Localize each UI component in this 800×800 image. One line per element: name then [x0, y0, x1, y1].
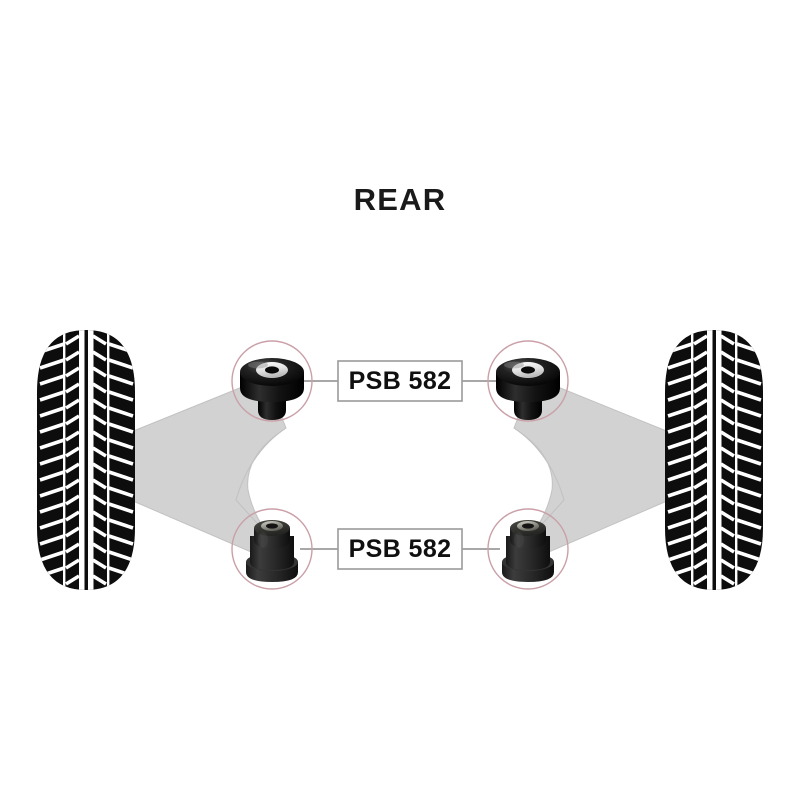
bushing-lower-right[interactable]	[487, 508, 569, 590]
part-label-upper-text: PSB 582	[349, 367, 452, 395]
bushing-upper-right[interactable]	[487, 340, 569, 422]
tire-right	[665, 330, 763, 590]
page-title: REAR	[354, 182, 447, 217]
tire-left	[37, 330, 135, 590]
part-label-lower-text: PSB 582	[349, 535, 452, 563]
callout-ring-lower-left	[231, 508, 313, 590]
bushing-upper-left[interactable]	[231, 340, 313, 422]
part-label-upper[interactable]: PSB 582	[337, 360, 463, 402]
callout-ring-lower-right	[487, 508, 569, 590]
bushing-lower-left[interactable]	[231, 508, 313, 590]
callout-ring-upper-right	[487, 340, 569, 422]
part-label-lower[interactable]: PSB 582	[337, 528, 463, 570]
callout-ring-upper-left	[231, 340, 313, 422]
